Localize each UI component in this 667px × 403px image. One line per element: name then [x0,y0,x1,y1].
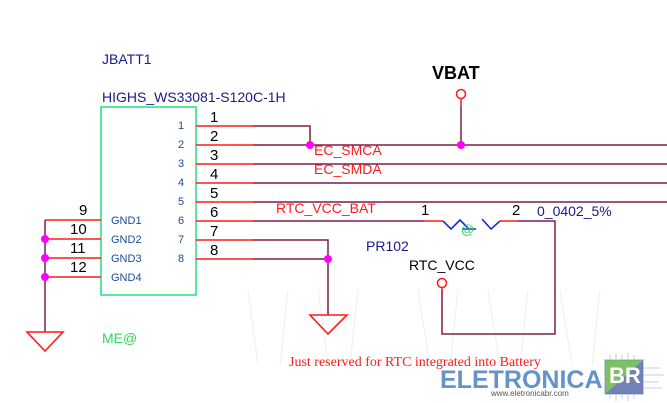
pin-name-1: 1 [178,120,185,132]
pin-number-1: 1 [210,109,219,126]
resistor-variant-tag: @ [461,222,475,237]
wire-gnd-pin7-8[interactable] [253,239,329,315]
pin-number-4: 4 [210,166,219,183]
design-note: Just reserved for RTC integrated into Ba… [289,355,541,370]
rtc-vcc-port[interactable] [436,277,448,295]
connector-body[interactable] [100,106,197,296]
pin-name-4: 4 [178,177,185,189]
pin-name-gnd1: GND1 [111,215,142,227]
pin-name-7: 7 [178,234,185,246]
ground-icon[interactable] [25,331,65,353]
pin-name-gnd4: GND4 [111,272,142,284]
pin-number-10: 10 [70,221,87,238]
junction-dot [324,255,332,263]
net-label-vbat: VBAT [432,63,480,83]
pin-name-3: 3 [178,158,185,170]
pin-number-6: 6 [210,204,219,221]
watermark-badge: BR [609,363,641,388]
component-part-number: HIGHS_WS33081-S120C-1H [102,89,286,105]
net-label-ec-smda: EC_SMDA [314,161,382,177]
pin-name-6: 6 [178,215,185,227]
power-port-icon [436,277,448,289]
pin-number-9: 9 [79,202,88,219]
ground-icon[interactable] [308,314,349,336]
resistor-pin2: 2 [512,202,521,219]
pin-number-5: 5 [210,185,219,202]
component-variant-tag: ME@ [102,330,138,346]
resistor-refdes: PR102 [366,238,409,254]
net-label-rtc-vcc: RTC_VCC [409,257,475,273]
junctions [41,141,465,281]
wires [44,106,667,335]
watermark-logo [604,353,664,401]
pin-name-5: 5 [178,196,185,208]
watermark-background [247,289,601,366]
pin-name-8: 8 [178,253,185,265]
pin-number-2: 2 [210,128,219,145]
net-label-rtc-vcc-bat: RTC_VCC_BAT [276,200,376,216]
junction-dot [306,141,314,149]
right-pin-stubs [196,125,253,260]
pin-number-3: 3 [210,147,219,164]
junction-dot [41,235,49,243]
pin-name-gnd3: GND3 [111,253,142,265]
watermark-url: www.eletronicabr.com [491,389,569,398]
component-refdes: JBATT1 [102,51,152,67]
pin-number-8: 8 [210,242,219,259]
pin-number-7: 7 [210,223,219,240]
resistor-pr102-symbol-b[interactable] [481,218,501,231]
resistor-value: 0_0402_5% [537,203,612,219]
pin-name-gnd2: GND2 [111,234,142,246]
wire-rtc-vcc-loop[interactable] [441,220,556,335]
pin-number-12: 12 [70,259,87,276]
pin-number-11: 11 [70,240,86,257]
left-pin-stubs [45,219,101,278]
junction-dot [457,141,465,149]
junction-dot [41,254,49,262]
vbat-port[interactable] [455,88,467,107]
junction-dot [41,273,49,281]
pin-name-2: 2 [178,139,185,151]
resistor-pr102-symbol[interactable] [442,218,469,231]
watermark-brand: ELETRONICA [440,366,603,394]
net-label-ec-smca: EC_SMCA [314,142,382,158]
resistor-pin1: 1 [421,202,430,219]
wire-pin1-to-pin2[interactable] [253,125,311,145]
power-port-icon [455,88,467,100]
